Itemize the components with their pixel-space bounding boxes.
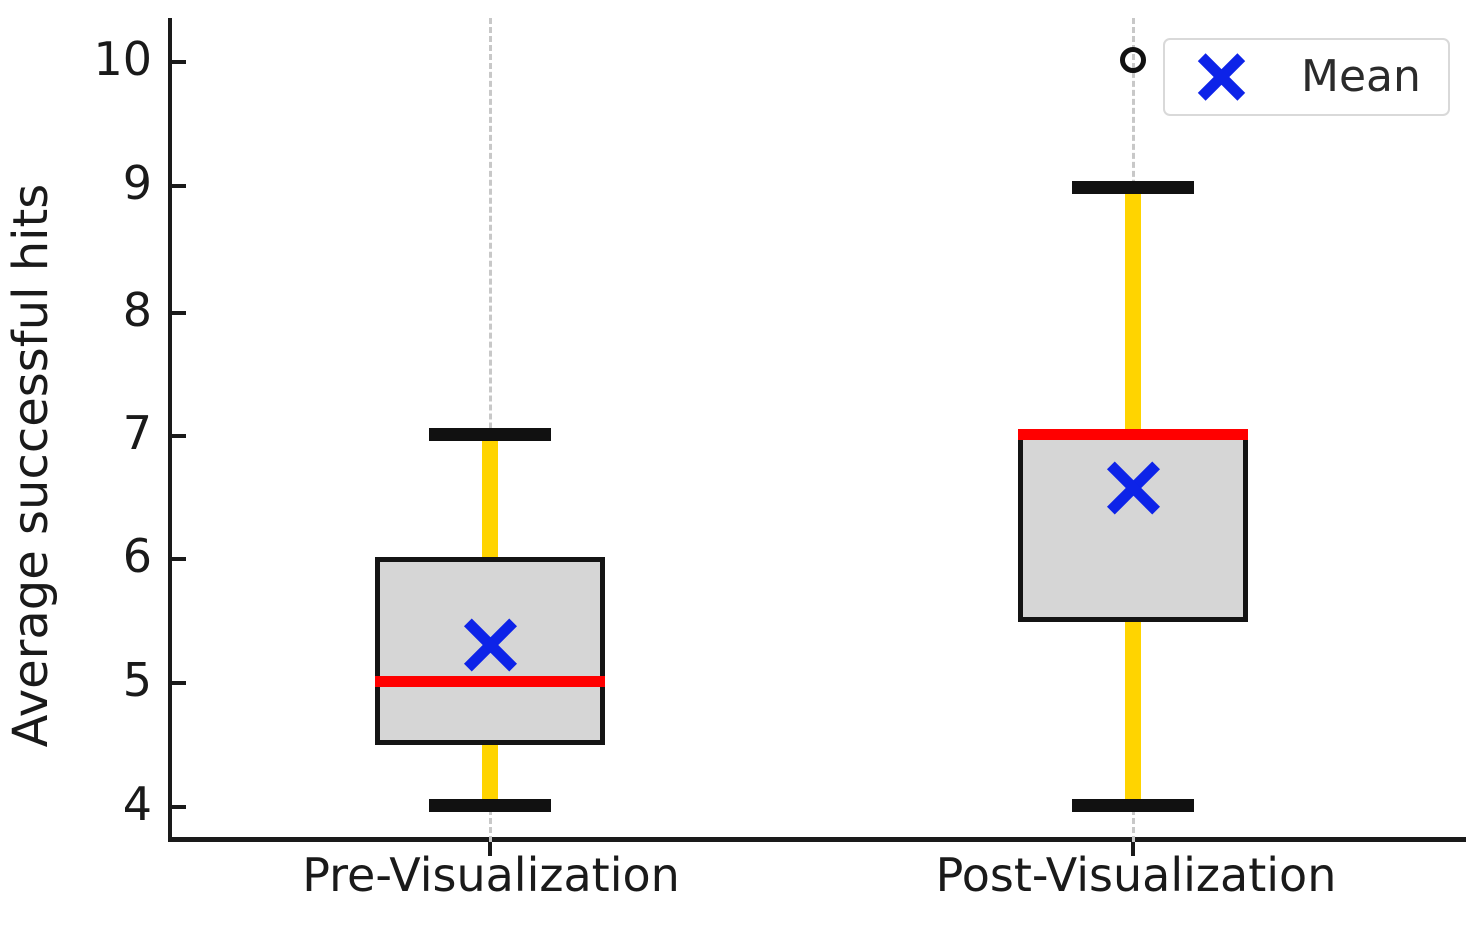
mean-marker-post xyxy=(1101,456,1165,520)
x-tick-label-pre: Pre-Visualization xyxy=(302,848,680,902)
y-tick-label-10: 10 xyxy=(93,32,152,86)
x-tick-mark-post xyxy=(1131,842,1135,856)
x-tick-label-post: Post-Visualization xyxy=(935,848,1337,902)
y-tick-mark-4 xyxy=(172,805,186,809)
y-tick-label-5: 5 xyxy=(122,653,152,707)
y-tick-label-7: 7 xyxy=(122,406,152,460)
y-tick-mark-7 xyxy=(172,434,186,438)
y-tick-label-9: 9 xyxy=(122,156,152,210)
y-axis-spine xyxy=(168,18,172,842)
y-tick-label-6: 6 xyxy=(122,529,152,583)
plot-area xyxy=(168,18,1466,856)
y-tick-mark-6 xyxy=(172,557,186,561)
y-tick-mark-9 xyxy=(172,184,186,188)
mean-marker-pre xyxy=(458,613,522,677)
whisker-lower-pre xyxy=(482,741,498,807)
cap-upper-post xyxy=(1072,181,1194,194)
y-tick-mark-8 xyxy=(172,311,186,315)
cap-lower-post xyxy=(1072,799,1194,812)
median-line-pre xyxy=(375,676,605,687)
median-line-post xyxy=(1018,429,1248,440)
legend-box[interactable]: Mean xyxy=(1163,38,1450,116)
y-tick-mark-10 xyxy=(172,60,186,64)
y-tick-label-8: 8 xyxy=(122,283,152,337)
x-axis-spine xyxy=(168,837,1466,842)
mean-x-icon xyxy=(1193,49,1249,105)
cap-lower-pre xyxy=(429,799,551,812)
whisker-upper-post xyxy=(1125,184,1141,438)
legend-label-mean: Mean xyxy=(1301,51,1421,102)
outlier-point-post xyxy=(1120,47,1146,73)
cap-upper-pre xyxy=(429,428,551,441)
x-tick-mark-pre xyxy=(488,842,492,856)
whisker-upper-pre xyxy=(482,434,498,560)
y-tick-label-4: 4 xyxy=(122,777,152,831)
whisker-lower-post xyxy=(1125,616,1141,807)
y-tick-mark-5 xyxy=(172,681,186,685)
